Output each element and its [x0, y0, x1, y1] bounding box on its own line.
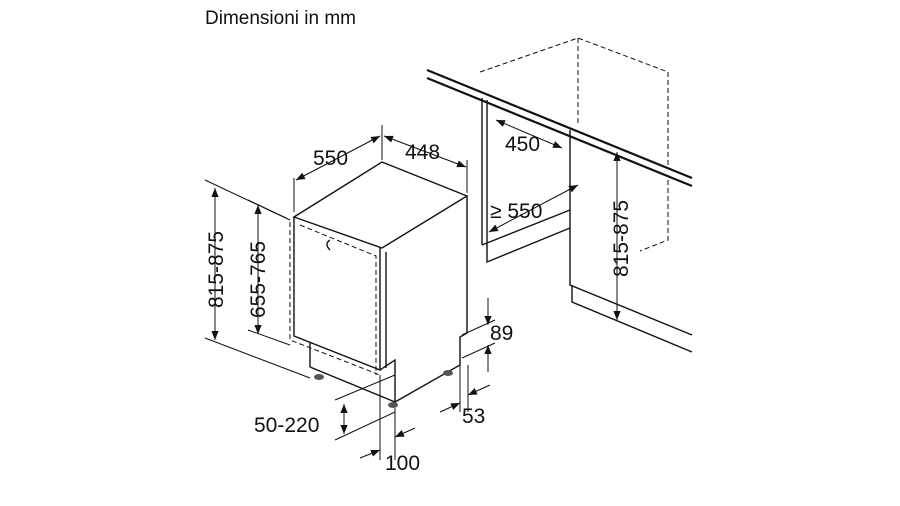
label-door-height: 655-765 [247, 241, 270, 318]
kitchen-niche [426, 37, 693, 353]
label-appliance-width: 448 [405, 141, 440, 164]
diagram-title: Dimensioni in mm [205, 8, 356, 29]
foot-icon [388, 402, 398, 408]
label-plinth-height: 89 [490, 322, 513, 345]
label-plinth-depth: 53 [462, 405, 485, 428]
foot-icon [443, 370, 453, 376]
label-total-height: 815-875 [205, 231, 228, 308]
dimension-lines [204, 125, 496, 460]
label-niche-depth: ≥ 550 [490, 200, 542, 223]
label-niche-height: 815-875 [610, 200, 633, 277]
foot-icon [314, 374, 324, 380]
label-foot-adjust: 50-220 [254, 414, 319, 437]
label-appliance-depth: 550 [313, 147, 348, 170]
label-niche-width: 450 [505, 133, 540, 156]
label-door-offset: 100 [385, 452, 420, 475]
door-handle-icon [326, 239, 331, 251]
dishwasher [289, 161, 469, 408]
